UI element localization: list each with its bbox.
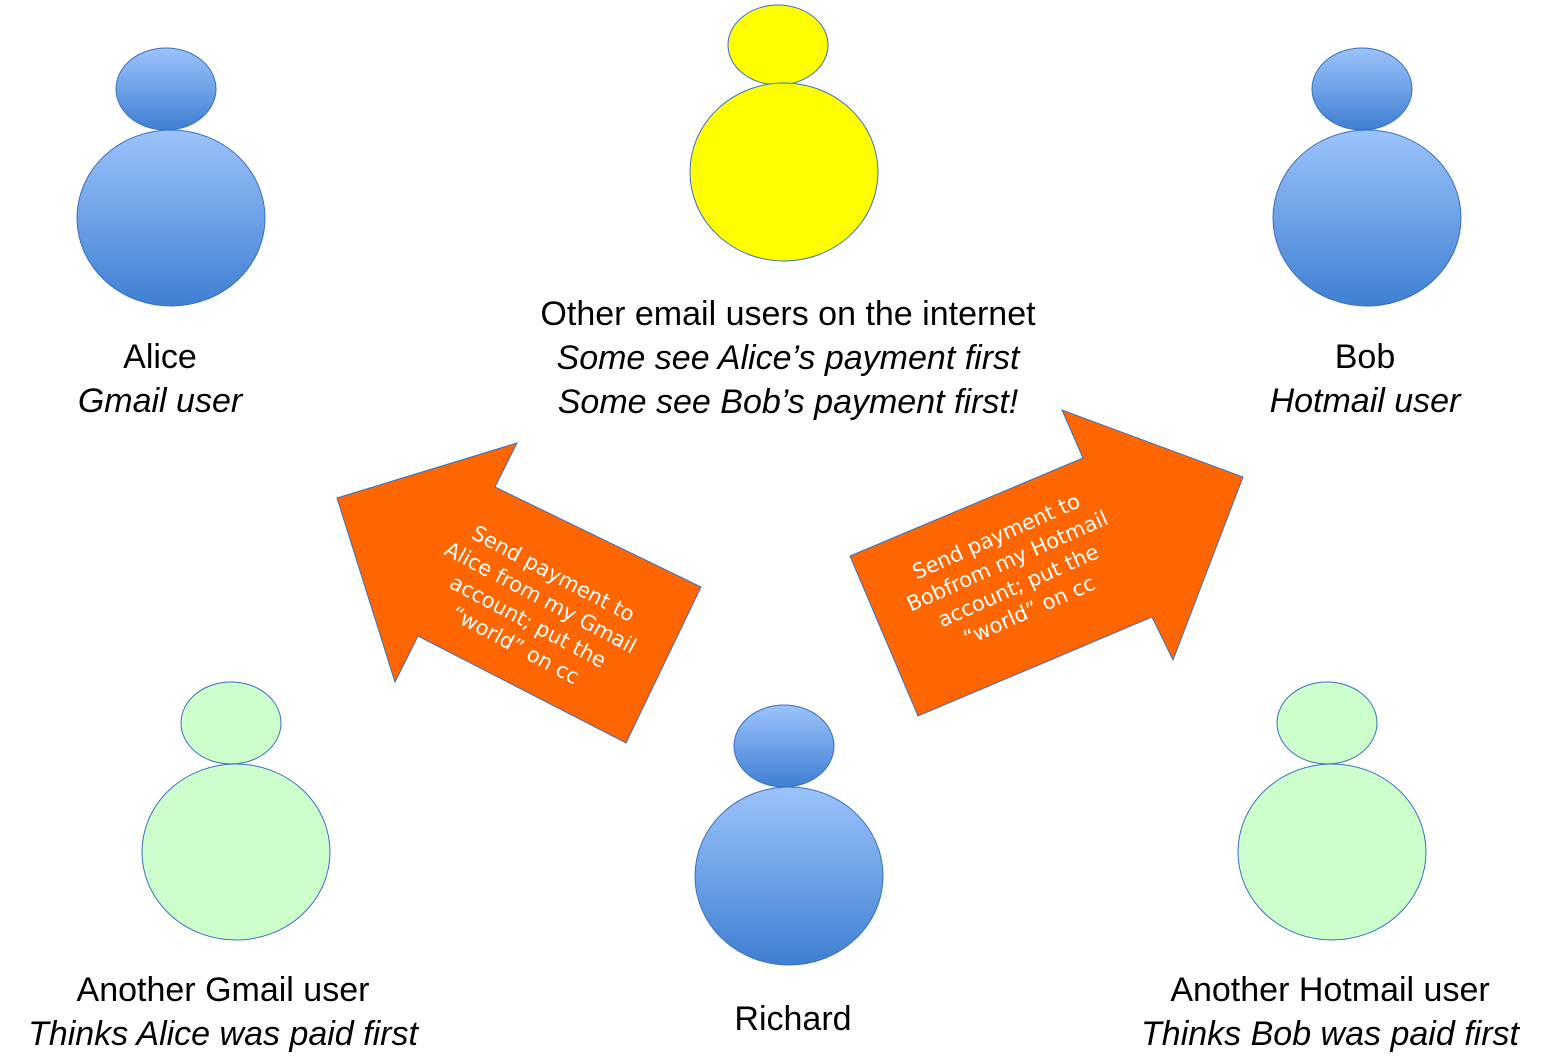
hotmail-user-name: Another Hotmail user — [1170, 971, 1490, 1009]
alice-role: Gmail user — [77, 382, 243, 420]
arrow-to-bob — [849, 409, 1244, 717]
richard-label: Richard — [693, 997, 893, 1041]
alice-head — [115, 47, 217, 131]
internet-users-line1: Some see Alice’s payment first — [556, 339, 1020, 377]
internet-users-title: Other email users on the internet — [540, 295, 1036, 333]
bob-head — [1311, 47, 1413, 131]
internet-users-head — [727, 4, 829, 86]
alice-name: Alice — [123, 338, 197, 376]
internet-users-line2: Some see Bob’s payment first! — [557, 383, 1019, 421]
hotmail-user-body — [1237, 763, 1427, 941]
bob-figure — [1272, 47, 1462, 307]
richard-body — [694, 786, 884, 966]
gmail-user-label: Another Gmail user Thinks Alice was paid… — [0, 968, 446, 1056]
internet-users-body — [689, 82, 879, 262]
gmail-user-figure — [141, 681, 331, 941]
bob-body — [1272, 129, 1462, 307]
internet-users-label: Other email users on the internet Some s… — [488, 292, 1088, 424]
richard-figure — [694, 704, 884, 966]
richard-head — [733, 704, 835, 788]
richard-name: Richard — [734, 1000, 852, 1038]
gmail-user-belief: Thinks Alice was paid first — [28, 1015, 418, 1053]
alice-label: Alice Gmail user — [60, 335, 260, 423]
internet-users-figure — [689, 4, 879, 262]
bob-role: Hotmail user — [1269, 382, 1461, 420]
gmail-user-body — [141, 763, 331, 941]
bob-label: Bob Hotmail user — [1215, 335, 1515, 423]
gmail-user-head — [180, 681, 282, 765]
gmail-user-name: Another Gmail user — [76, 971, 370, 1009]
hotmail-user-label: Another Hotmail user Thinks Bob was paid… — [1110, 968, 1547, 1056]
hotmail-user-head — [1276, 681, 1378, 765]
alice-figure — [76, 47, 266, 307]
arrow-to-alice — [336, 442, 702, 744]
hotmail-user-belief: Thinks Bob was paid first — [1141, 1015, 1519, 1053]
hotmail-user-figure — [1237, 681, 1427, 941]
bob-name: Bob — [1334, 338, 1396, 376]
alice-body — [76, 129, 266, 307]
